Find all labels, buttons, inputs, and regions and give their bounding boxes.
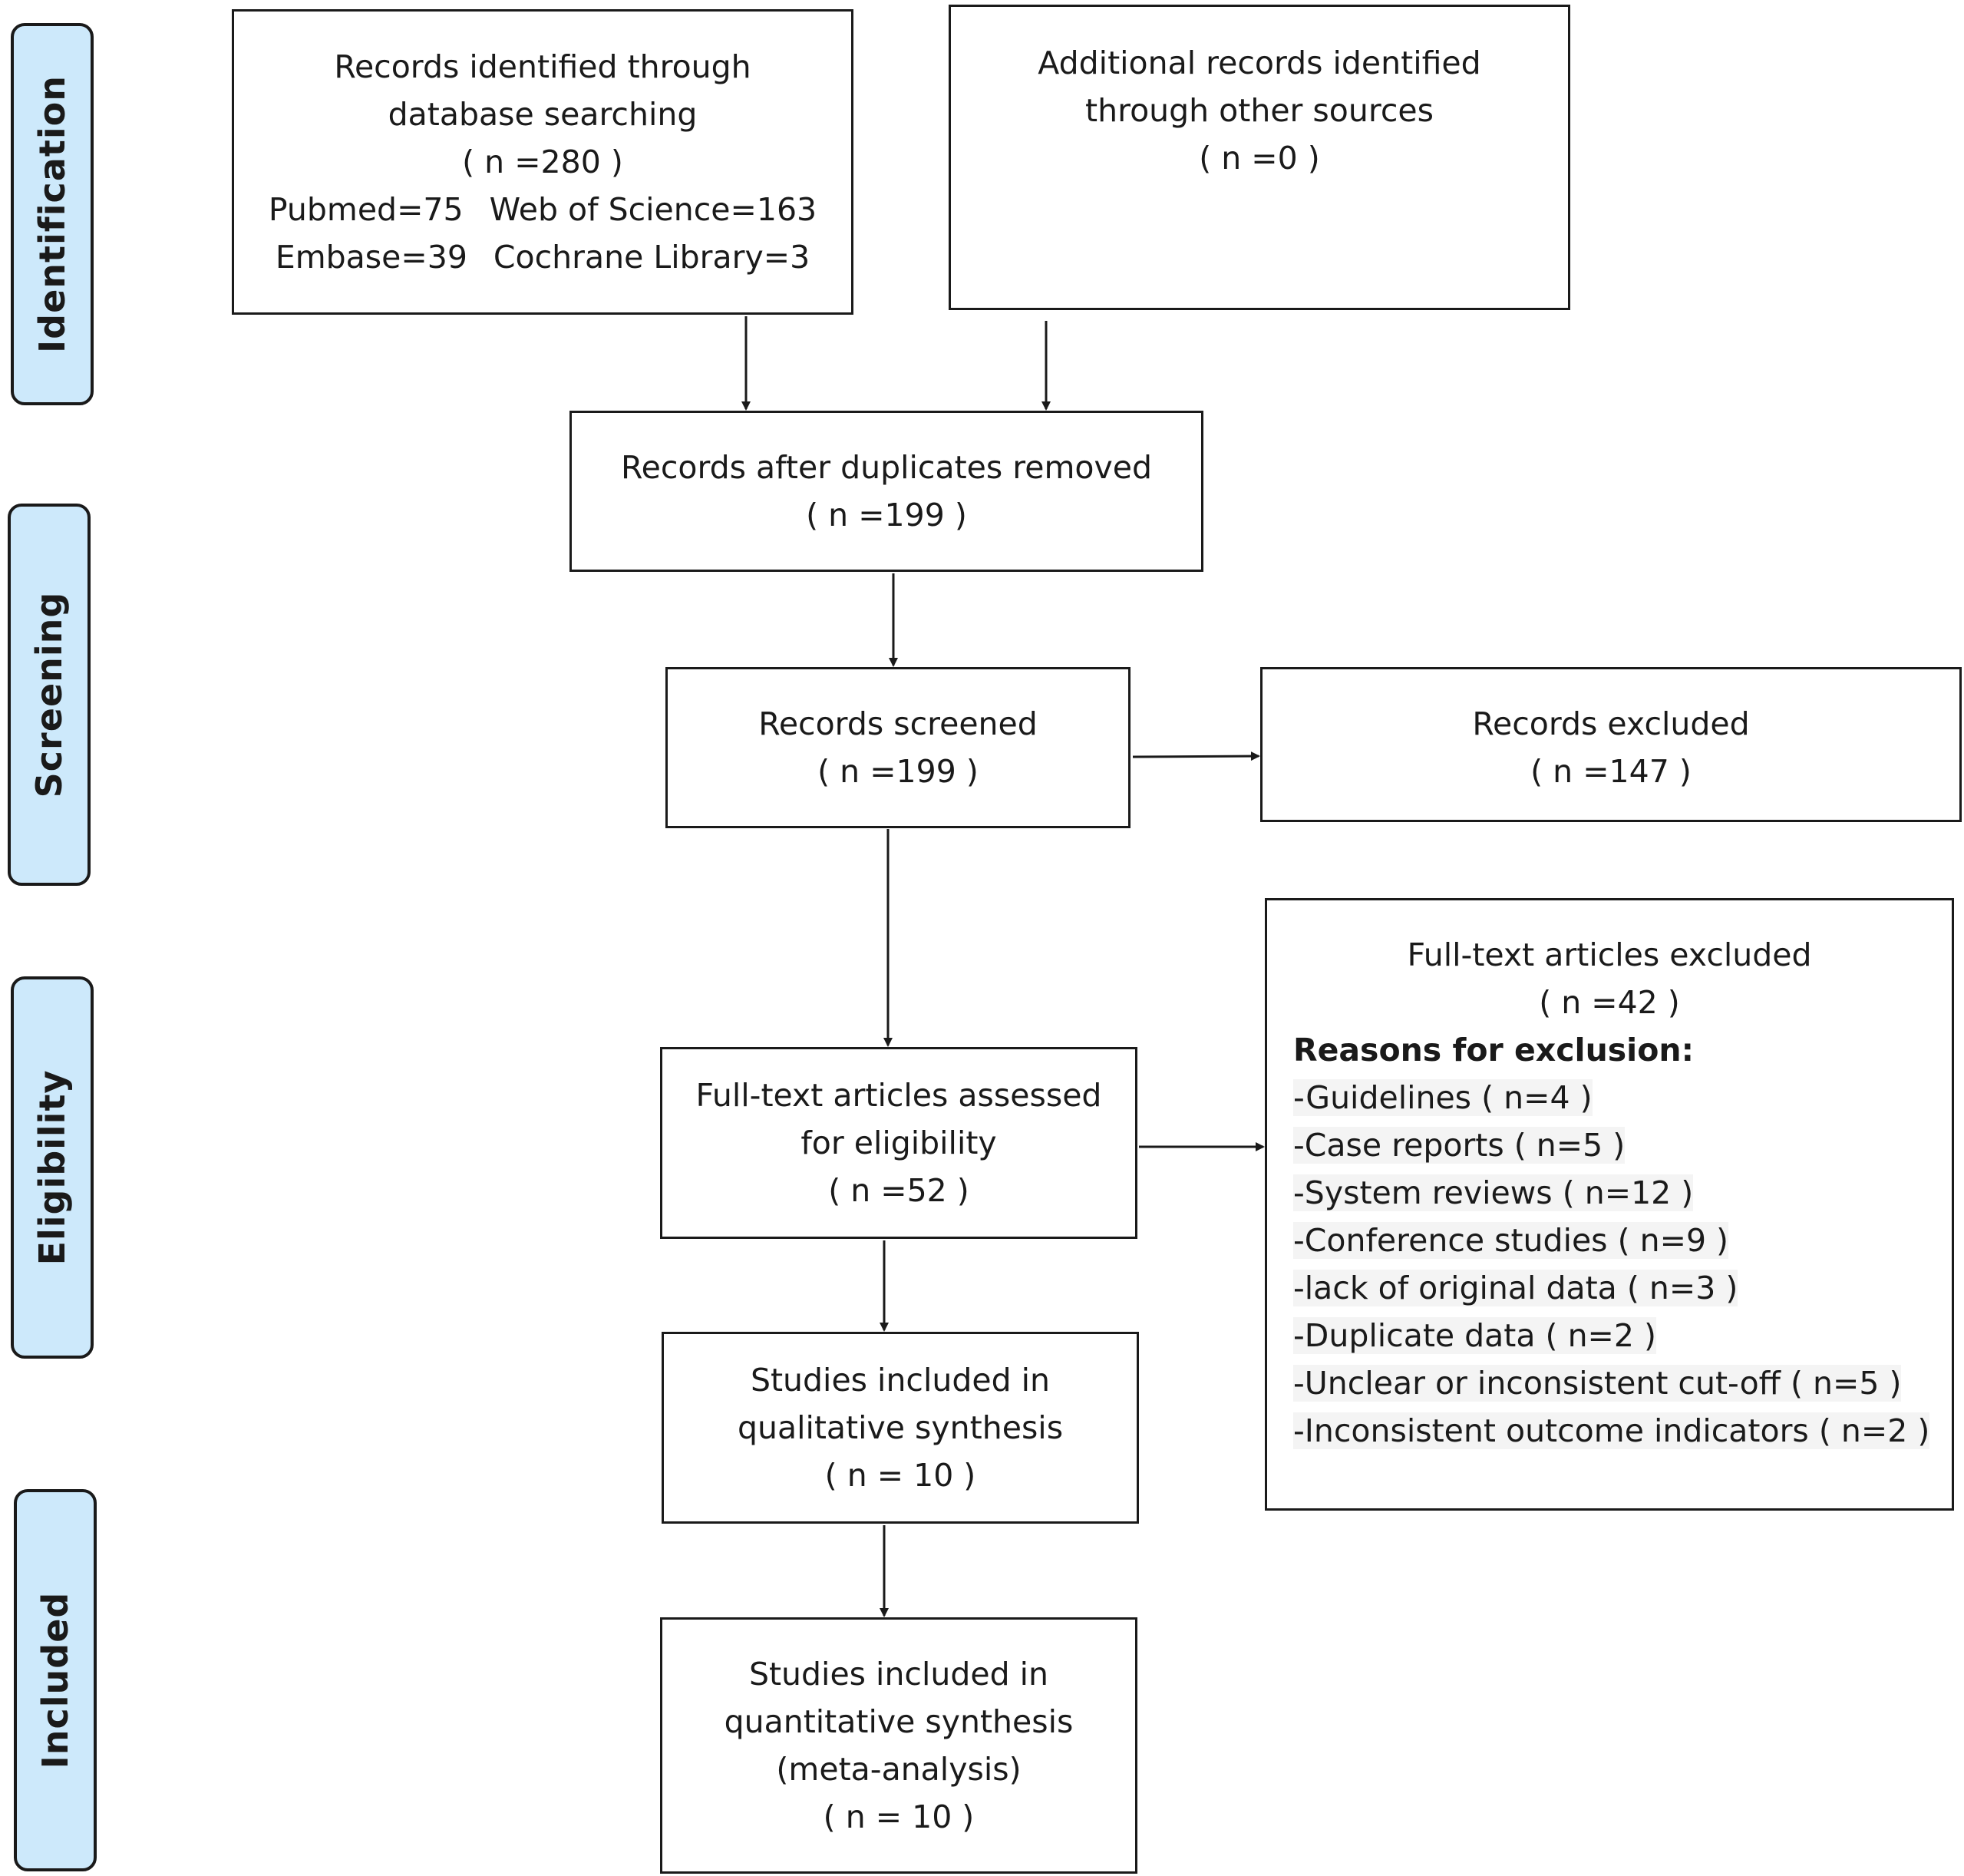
qualitative-line1: Studies included in [750, 1362, 1051, 1399]
fulltext-excluded-count: ( n =42 ) [1539, 984, 1680, 1021]
identified-pubmed: Pubmed=75 [268, 191, 464, 228]
identified-line2: database searching [388, 96, 698, 133]
fulltext-excluded-line1: Full-text articles excluded [1407, 936, 1812, 973]
quantitative-line3: (meta-analysis) [776, 1751, 1022, 1788]
qualitative-count: ( n = 10 ) [824, 1457, 976, 1494]
identified-count: ( n =280 ) [462, 144, 623, 180]
quantitative-line2: quantitative synthesis [724, 1703, 1074, 1740]
reasons-list: -Guidelines ( n=4 ) -Case reports ( n=5 … [1267, 1074, 1952, 1455]
duplicates-line1: Records after duplicates removed [621, 449, 1152, 486]
additional-line1: Additional records identified [1038, 45, 1481, 81]
quantitative-line1: Studies included in [748, 1656, 1049, 1693]
reasons-heading: Reasons for exclusion: [1293, 1032, 1694, 1068]
duplicates-count: ( n =199 ) [806, 497, 967, 533]
identified-wos: Web of Science=163 [489, 191, 817, 228]
reason-item: -System reviews ( n=12 ) [1293, 1174, 1694, 1211]
reason-item: -Duplicate data ( n=2 ) [1293, 1317, 1657, 1354]
identified-cochrane: Cochrane Library=3 [493, 239, 810, 276]
stage-eligibility: Eligibility [11, 976, 94, 1359]
records-screened-box: Records screened ( n =199 ) [665, 667, 1131, 828]
identified-records-box: Records identified through database sear… [232, 9, 853, 315]
quantitative-synthesis-box: Studies included in quantitative synthes… [660, 1617, 1137, 1874]
excluded-count: ( n =147 ) [1530, 753, 1692, 790]
reason-item: -lack of original data ( n=3 ) [1293, 1270, 1738, 1306]
qualitative-synthesis-box: Studies included in qualitative synthesi… [662, 1332, 1139, 1524]
reason-item: -Conference studies ( n=9 ) [1293, 1222, 1729, 1259]
reason-item: -Unclear or inconsistent cut-off ( n=5 ) [1293, 1365, 1902, 1402]
identified-sources-row2: Embase=39 Cochrane Library=3 [276, 233, 810, 281]
reason-item: -Case reports ( n=5 ) [1293, 1127, 1626, 1164]
excluded-line1: Records excluded [1472, 705, 1750, 742]
stage-identification: Identification [11, 23, 94, 405]
fulltext-assessed-count: ( n =52 ) [828, 1172, 969, 1209]
additional-count: ( n =0 ) [1199, 140, 1320, 177]
reason-item: -Inconsistent outcome indicators ( n=2 ) [1293, 1412, 1930, 1449]
screened-count: ( n =199 ) [817, 753, 979, 790]
records-excluded-box: Records excluded ( n =147 ) [1260, 667, 1962, 822]
arrow-screened-to-excluded [1132, 751, 1260, 761]
stage-included: Included [14, 1489, 97, 1871]
stage-label-eligibility: Eligibility [31, 1069, 73, 1266]
additional-records-box: Additional records identified through ot… [949, 5, 1570, 310]
identified-sources-row1: Pubmed=75 Web of Science=163 [269, 186, 817, 233]
identified-embase: Embase=39 [275, 239, 467, 276]
fulltext-assessed-line1: Full-text articles assessed [695, 1077, 1102, 1114]
quantitative-count: ( n = 10 ) [823, 1798, 975, 1835]
stage-label-included: Included [35, 1591, 76, 1769]
screened-line1: Records screened [758, 705, 1038, 742]
additional-line2: through other sources [1085, 92, 1434, 129]
fulltext-assessed-line2: for eligibility [800, 1125, 997, 1161]
duplicates-removed-box: Records after duplicates removed ( n =19… [569, 411, 1203, 572]
fulltext-assessed-box: Full-text articles assessed for eligibil… [660, 1047, 1137, 1239]
identified-line1: Records identified through [334, 48, 751, 85]
reason-item: -Guidelines ( n=4 ) [1293, 1079, 1593, 1116]
fulltext-excluded-box: Full-text articles excluded ( n =42 ) Re… [1265, 898, 1954, 1511]
stage-label-identification: Identification [31, 75, 73, 353]
qualitative-line2: qualitative synthesis [737, 1409, 1064, 1446]
stage-label-screening: Screening [28, 591, 70, 798]
stage-screening: Screening [8, 504, 91, 886]
